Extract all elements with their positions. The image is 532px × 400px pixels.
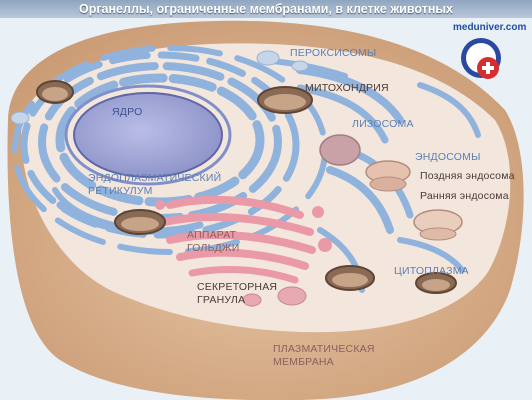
label-secretory-line1: СЕКРЕТОРНАЯ	[197, 281, 278, 293]
label-golgi-line2: ГОЛЬДЖИ	[187, 242, 240, 254]
secretory-granule	[277, 286, 307, 306]
label-mitochondria: МИТОХОНДРИЯ	[305, 82, 389, 94]
label-endosomes: ЭНДОСОМЫ	[415, 151, 481, 163]
label-early-endosome: Ранняя эндосома	[420, 190, 509, 202]
label-membrane-line2: МЕМБРАНА	[273, 356, 334, 368]
lysosome	[319, 134, 361, 166]
nucleus	[73, 92, 223, 178]
label-cytoplasm: ЦИТОПЛАЗМА	[394, 265, 469, 277]
watermark-logo	[461, 38, 501, 79]
nucleus-envelope	[64, 84, 232, 186]
peroxisomes	[10, 50, 309, 125]
golgi-apparatus	[155, 195, 332, 284]
label-peroxisomes: ПЕРОКСИСОМЫ	[290, 47, 377, 59]
label-er-line2: РЕТИКУЛУМ	[88, 185, 153, 197]
mitochondria	[36, 80, 457, 294]
label-golgi-line1: АППАРАТ	[187, 229, 237, 241]
secretory-granule	[242, 293, 262, 307]
watermark-text: meduniver.com	[453, 22, 527, 33]
label-late-endosome: Поздняя эндосома	[420, 170, 515, 182]
label-er-line1: ЭНДОПЛАЗМАТИЧЕСКИЙ	[88, 172, 222, 184]
label-lysosome: ЛИЗОСОМА	[352, 118, 414, 130]
diagram-title: Органеллы, ограниченные мембранами, в кл…	[0, 0, 532, 18]
label-nucleus: ЯДРО	[112, 106, 143, 118]
label-membrane-line1: ПЛАЗМАТИЧЕСКАЯ	[273, 343, 375, 355]
label-secretory-line2: ГРАНУЛА	[197, 294, 246, 306]
endosomes	[365, 160, 463, 241]
